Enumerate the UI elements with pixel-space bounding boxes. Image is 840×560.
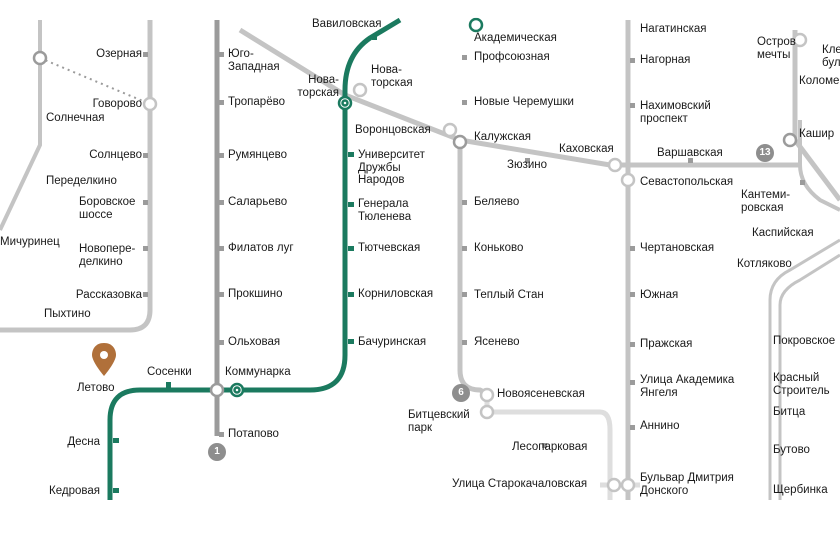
station-nakhimovsky[interactable]: Нахимовский проспект bbox=[640, 100, 711, 125]
station-novoyasenevskaya[interactable]: Новоясеневская bbox=[497, 388, 585, 400]
station-bitsevsky-park[interactable]: Битцевский парк bbox=[408, 409, 470, 434]
station-novoperedelkino[interactable]: Новопере- делкино bbox=[79, 243, 136, 268]
station-ozernaya[interactable]: Озерная bbox=[96, 48, 142, 60]
station-generala-tyuleneva[interactable]: Генерала Тюленева bbox=[358, 198, 412, 223]
mcd2-line bbox=[768, 238, 840, 500]
station-kommunarka[interactable]: Коммунарка bbox=[225, 366, 291, 378]
line-number-1-badge: 1 bbox=[208, 443, 226, 461]
mcd2-line-inner bbox=[778, 253, 840, 500]
station-akademicheskaya[interactable]: Академическая bbox=[474, 32, 557, 44]
station-kornilovskaya[interactable]: Корниловская bbox=[358, 288, 434, 300]
station-letovo[interactable]: Летово bbox=[77, 382, 115, 394]
station-rasskazovka[interactable]: Рассказовка bbox=[75, 289, 142, 301]
line-number-6-badge: 6 bbox=[452, 384, 470, 402]
green-line-track bbox=[107, 17, 402, 500]
station-solntsevo[interactable]: Солнцево bbox=[89, 149, 142, 161]
station-sosenki[interactable]: Сосенки bbox=[147, 366, 192, 378]
station-olkhovaya[interactable]: Ольховая bbox=[228, 336, 281, 348]
bcl-line-west bbox=[0, 20, 153, 333]
line6-south bbox=[457, 140, 492, 398]
station-novatorskaya[interactable]: Нова- торская bbox=[371, 64, 413, 89]
station-prokshino[interactable]: Прокшино bbox=[228, 288, 283, 300]
station-michurinets[interactable]: Мичуринец bbox=[0, 236, 60, 248]
station-prazhskaya[interactable]: Пражская bbox=[640, 338, 693, 350]
interchange-nodes bbox=[32, 17, 808, 493]
green-station-ticks bbox=[113, 34, 377, 493]
station-profsoyuznaya[interactable]: Профсоюзная bbox=[474, 51, 550, 63]
station-lesoparkovaya[interactable]: Лесопарковая bbox=[512, 441, 588, 453]
bottom-margin bbox=[0, 503, 840, 560]
station-belyaevo[interactable]: Беляево bbox=[474, 196, 520, 208]
kiev-branch-line bbox=[0, 20, 42, 231]
station-govorovo[interactable]: Говорово bbox=[92, 98, 142, 110]
station-ulitsa-starokachalovskaya[interactable]: Улица Старокачаловская bbox=[452, 478, 588, 490]
station-nagornaya[interactable]: Нагорная bbox=[640, 54, 691, 66]
grey-station-ticks bbox=[143, 52, 805, 448]
station-bachurinskaya[interactable]: Бачуринская bbox=[358, 336, 427, 348]
station-kaluzhskaya[interactable]: Калужская bbox=[474, 131, 532, 143]
station-peredelkino[interactable]: Переделкино bbox=[46, 175, 117, 187]
station-kakhovskaya[interactable]: Каховская bbox=[559, 143, 614, 155]
station-yasenevo[interactable]: Ясенево bbox=[474, 336, 520, 348]
station-annino[interactable]: Аннино bbox=[640, 420, 680, 432]
station-chertanovskaya[interactable]: Чертановская bbox=[640, 242, 715, 254]
station-shcherbinka[interactable]: Щербинка bbox=[773, 484, 828, 496]
station-salarevo[interactable]: Саларьево bbox=[228, 196, 288, 208]
line-number-13-badge: 13 bbox=[756, 144, 774, 162]
station-pykhtino[interactable]: Пыхтино bbox=[44, 308, 91, 320]
station-novye-cheremushki[interactable]: Новые Черемушки bbox=[474, 96, 574, 108]
station-ulitsa-ak-yangelya[interactable]: Улица Академика Янгеля bbox=[640, 374, 735, 399]
station-rumyantsevo[interactable]: Румянцево bbox=[228, 149, 288, 161]
station-kantemirovskaya[interactable]: Кантеми- ровская bbox=[741, 189, 791, 214]
station-pokrovskoe[interactable]: Покровское bbox=[773, 335, 836, 347]
station-konkovo[interactable]: Коньково bbox=[474, 242, 524, 254]
station-filatov-lug[interactable]: Филатов луг bbox=[228, 242, 294, 254]
station-kedrovaya[interactable]: Кедровая bbox=[49, 485, 100, 497]
station-tyutchevskaya[interactable]: Тютчевская bbox=[358, 242, 421, 254]
station-bittsa[interactable]: Битца bbox=[773, 406, 806, 418]
station-kolomenskaya[interactable]: Коломен bbox=[799, 75, 840, 87]
station-novatorskaya-bcl[interactable]: Нова- торская bbox=[297, 74, 339, 99]
station-vavilovskaya[interactable]: Вавиловская bbox=[312, 18, 382, 30]
station-vorontsovskaya[interactable]: Воронцовская bbox=[355, 124, 431, 136]
station-kotlyakovo[interactable]: Котляково bbox=[737, 258, 792, 270]
station-potapovo[interactable]: Потапово bbox=[228, 428, 279, 440]
kiev-connection-dotted bbox=[39, 57, 151, 105]
station-nagatinskaya[interactable]: Нагатинская bbox=[640, 23, 707, 35]
line6-stub bbox=[484, 392, 613, 500]
top-margin bbox=[0, 0, 840, 18]
station-sevastopolskaya[interactable]: Севастопольская bbox=[640, 176, 734, 188]
station-bulvar-dmitriya[interactable]: Бульвар Дмитрия Донского bbox=[640, 472, 734, 497]
station-desna[interactable]: Десна bbox=[67, 436, 100, 448]
station-kleno[interactable]: Кле бул bbox=[822, 44, 840, 69]
station-teply-stan[interactable]: Теплый Стан bbox=[474, 289, 544, 301]
station-yugo-zapadnaya[interactable]: Юго- Западная bbox=[228, 48, 280, 73]
station-ostrov-mechty[interactable]: Остров мечты bbox=[757, 36, 796, 61]
station-butovo[interactable]: Бутово bbox=[773, 444, 810, 456]
station-borovskoe-shosse[interactable]: Боровское шоссе bbox=[79, 196, 136, 221]
station-zyuzino[interactable]: Зюзино bbox=[507, 159, 548, 171]
location-pin-icon bbox=[92, 343, 116, 376]
station-yuzhnaya[interactable]: Южная bbox=[640, 289, 679, 301]
station-universitet-druzhby[interactable]: Университет Дружбы Народов bbox=[358, 149, 425, 186]
station-kashirskaya[interactable]: Кашир bbox=[799, 128, 835, 140]
station-krasny-stroitel[interactable]: Красный Строитель bbox=[773, 372, 830, 397]
station-solnechnaya[interactable]: Солнечная bbox=[46, 112, 105, 124]
station-troparevo[interactable]: Тропарёво bbox=[228, 96, 285, 108]
station-kaspiyskaya[interactable]: Каспийская bbox=[752, 227, 814, 239]
station-varshavskaya[interactable]: Варшавская bbox=[657, 147, 723, 159]
